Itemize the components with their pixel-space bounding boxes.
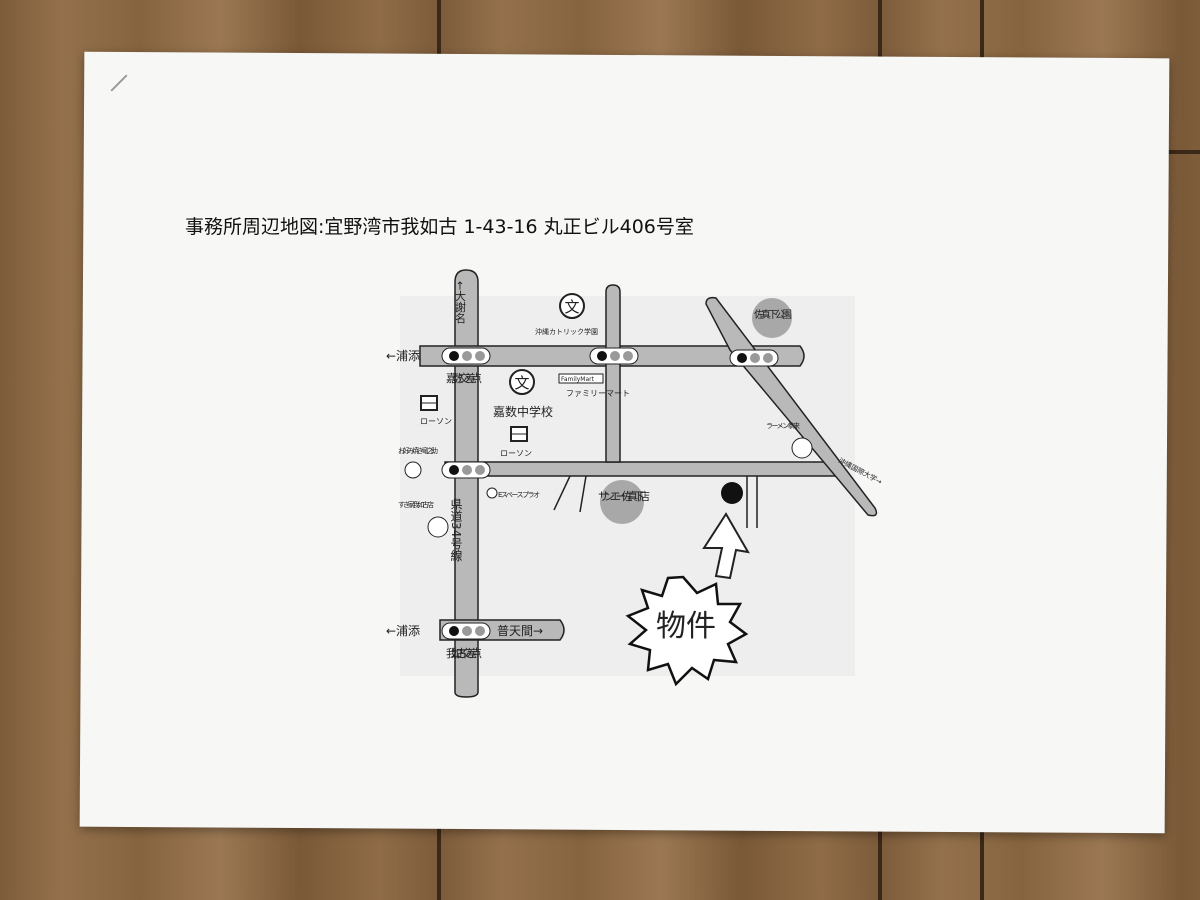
park-marker (752, 298, 792, 338)
lawson-icon (510, 426, 528, 442)
shop-marker (404, 461, 422, 479)
svg-text:文: 文 (514, 374, 529, 392)
page-title: 事務所周辺地図:宜野湾市我如古 1-43-16 丸正ビル406号室 (185, 216, 694, 238)
landmark-ramen: ラーメン拳来 (766, 421, 800, 430)
property-label: 物件 (656, 609, 716, 644)
traffic-signal (441, 622, 491, 640)
road-label-west-top: ←浦添 (386, 349, 420, 363)
road-route34 (454, 269, 479, 698)
landmark-lawson-1: ローソン (420, 417, 452, 426)
landmark-sukiya: すき家我如古店 (398, 500, 434, 509)
property-location-marker (721, 482, 743, 504)
svg-text:文: 文 (564, 298, 579, 316)
landmark-lawson-2: ローソン (500, 449, 532, 458)
road-label-north: ←大謝名 (454, 281, 467, 323)
road-middle (444, 461, 836, 477)
lawson-icon (420, 395, 438, 411)
road-center-vertical (605, 284, 621, 463)
landmark-okonomiyaki: お好み焼き竜之助 (398, 446, 438, 455)
intersection-kasuka: 嘉数交差点 (446, 371, 482, 385)
shop-marker (791, 437, 813, 459)
familymart-sign-text: FamilyMart (561, 376, 595, 383)
shop-marker (486, 487, 498, 499)
shop-marker (427, 516, 449, 538)
floor-seam (1150, 150, 1200, 154)
landmark-catholic: 沖縄カトリック学園 (535, 327, 598, 336)
arrow-icon (702, 512, 750, 580)
school-icon: 文 (509, 369, 535, 395)
familymart-sign (558, 373, 604, 384)
side-roads (553, 475, 758, 528)
landmark-kasuka-school: 嘉数中学校 (493, 404, 553, 419)
road-label-east-bottom: 普天間→ (497, 624, 543, 638)
school-icon: 文 (559, 293, 585, 319)
traffic-signal (589, 347, 639, 365)
landmark-familymart: ファミリーマート (566, 389, 630, 398)
landmark-park: 佐真下公園 (754, 308, 792, 321)
traffic-signal (441, 347, 491, 365)
landmark-espace: Eスペースプラオ (498, 491, 540, 499)
traffic-signal (441, 461, 491, 479)
road-label-west-bottom: ←浦添 (386, 624, 420, 638)
traffic-signal (729, 349, 779, 367)
landmark-san-a: サンエー佐真下店 (598, 489, 650, 503)
intersection-ganeko: 我如古交差点 (446, 646, 482, 660)
san-a-marker (600, 480, 644, 524)
starburst-icon (625, 575, 749, 687)
road-label-route34: 県道34号線 (449, 498, 463, 562)
